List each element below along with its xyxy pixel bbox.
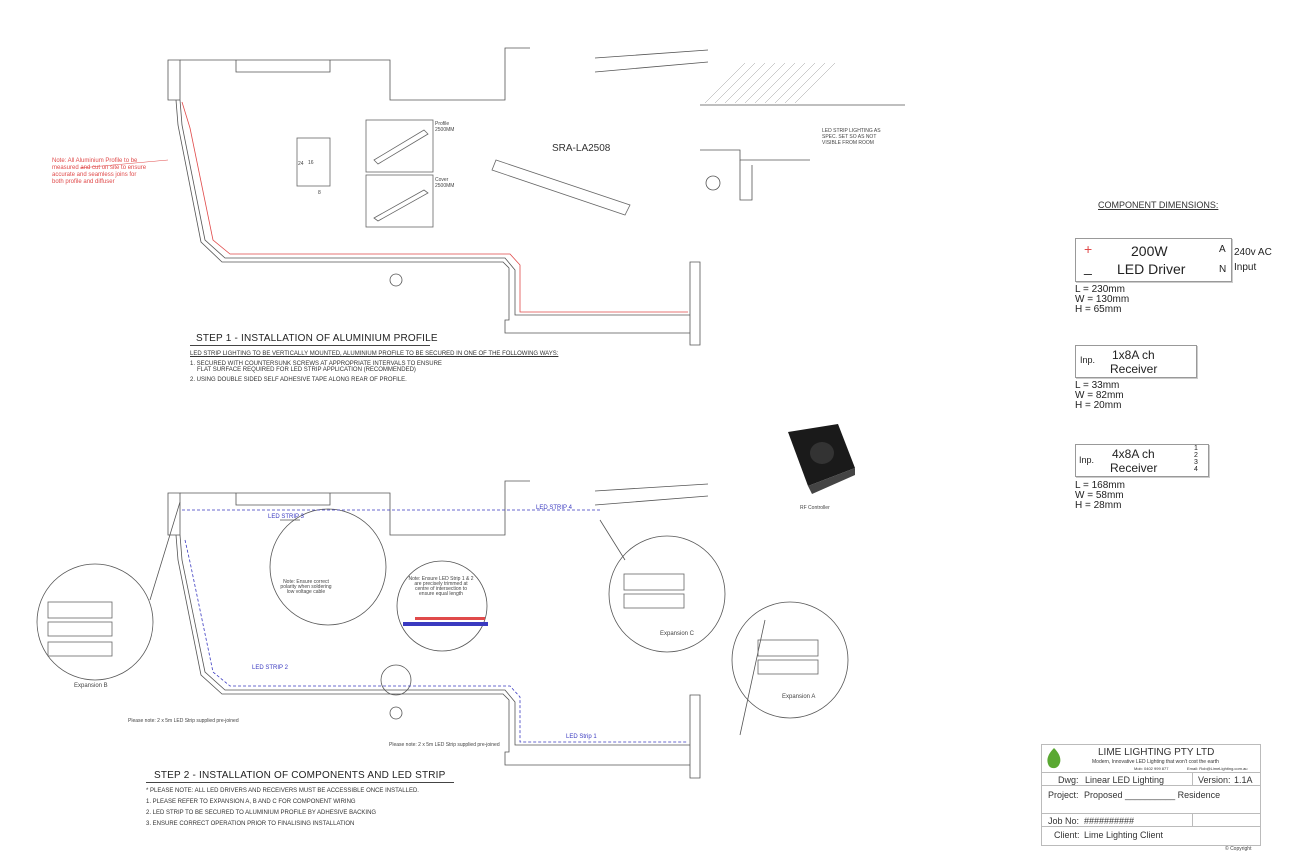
receiver-1x8-box: Inp. 1x8A ch Receiver (1075, 345, 1197, 378)
expansion-c-label: Expansion C (660, 631, 695, 637)
step2-item3: 3. ENSURE CORRECT OPERATION PRIOR TO FIN… (146, 821, 355, 827)
profile-label: Profile (435, 121, 450, 127)
rx4-channels: 1 2 3 4 (1194, 445, 1198, 473)
dwg-value: Linear LED Lighting (1085, 775, 1165, 785)
profile-length: 2500MM (435, 127, 455, 133)
expansion-b-label: Expansion B (74, 683, 108, 689)
dwg-label: Dwg: (1058, 775, 1079, 785)
led-strip-1-label: LED Strip 1 (566, 734, 597, 740)
intersection-note: Note: Ensure LED Strip 1 & 2 are precise… (408, 576, 474, 597)
rx1-inp: Inp. (1080, 355, 1096, 365)
client-value: Lime Lighting Client (1084, 830, 1164, 840)
driver-watt: 200W (1131, 243, 1168, 259)
profile-dim-b: 8 (318, 190, 321, 196)
step2-item2: 2. LED STRIP TO BE SECURED TO ALUMINIUM … (146, 810, 377, 816)
rx4-h: H = 28mm (1075, 500, 1122, 511)
receiver-4x8-box: Inp. 4x8A ch Receiver 1 2 3 4 (1075, 444, 1209, 477)
rx1-w: W = 82mm (1075, 390, 1124, 401)
step1-item1b: FLAT SURFACE REQUIRED FOR LED STRIP APPL… (197, 367, 416, 373)
rx4-line2: Receiver (1110, 461, 1158, 475)
lime-leaf-logo (1047, 748, 1061, 769)
job-label: Job No: (1048, 816, 1080, 826)
job-value: ########## (1084, 816, 1135, 826)
client-label: Client: (1054, 830, 1080, 840)
profile-code: SRA-LA2508 (552, 143, 611, 154)
rx1-line1: 1x8A ch (1112, 348, 1155, 362)
minus-terminal: _ (1084, 259, 1092, 275)
step1-item2: 2. USING DOUBLE SIDED SELF ADHESIVE TAPE… (190, 377, 407, 383)
rx4-c2: 2 (1194, 452, 1198, 459)
rx4-l: L = 168mm (1075, 480, 1125, 491)
expansion-a-label: Expansion A (782, 694, 816, 700)
rx4-c1: 1 (1194, 445, 1198, 452)
led-driver-box: + _ 200W LED Driver A N (1075, 238, 1232, 282)
email: Email: Rob@LimeLighting.com.au (1187, 766, 1248, 771)
driver-input2: Input (1234, 262, 1257, 273)
copyright: © Copyright (1225, 846, 1252, 852)
rx1-dims: L = 33mm W = 82mm H = 20mm (1075, 381, 1124, 411)
driver-w: W = 130mm (1075, 294, 1130, 305)
tb-divider-v (1192, 772, 1193, 785)
cover-length: 2500MM (435, 183, 455, 189)
tb-divider-1 (1042, 772, 1260, 773)
section-note: LED STRIP LIGHTING AS SPEC. SET SO AS NO… (822, 128, 881, 146)
version-value: 1.1A (1234, 775, 1253, 785)
tb-divider-3 (1042, 813, 1260, 814)
step1-item1a: 1. SECURED WITH COUNTERSUNK SCREWS AT AP… (190, 361, 442, 367)
rx4-dims: L = 168mm W = 58mm H = 28mm (1075, 481, 1125, 511)
rx1-l: L = 33mm (1075, 380, 1120, 391)
project-label: Project: (1048, 790, 1079, 800)
rx4-w: W = 58mm (1075, 490, 1124, 501)
project-value: Proposed __________ Residence (1084, 790, 1221, 800)
profile-dim-a: 24 (298, 161, 304, 167)
pre-joined-note-2: Please note: 2 x 5m LED Strip supplied p… (389, 742, 500, 748)
rx4-c4: 4 (1194, 466, 1198, 473)
driver-h: H = 65mm (1075, 304, 1122, 315)
rx4-inp: Inp. (1079, 455, 1095, 465)
driver-a: A (1219, 244, 1226, 255)
rx1-line2: Receiver (1110, 362, 1158, 376)
step2-title: STEP 2 - INSTALLATION OF COMPONENTS AND … (154, 770, 446, 781)
step2-title-underline (146, 782, 454, 783)
rx1-h: H = 20mm (1075, 400, 1122, 411)
step1-intro: LED STRIP LIGHTING TO BE VERTICALLY MOUN… (190, 351, 559, 357)
driver-name: LED Driver (1117, 261, 1186, 277)
pre-joined-note-1: Please note: 2 x 5m LED Strip supplied p… (128, 718, 239, 724)
step2-note: * PLEASE NOTE: ALL LED DRIVERS AND RECEI… (146, 788, 419, 794)
version-label: Version: (1198, 775, 1231, 785)
plus-terminal: + (1084, 241, 1093, 257)
driver-l: L = 230mm (1075, 284, 1125, 295)
tb-divider-2 (1042, 785, 1260, 786)
led-strip-3-label: LED STRIP 3 (268, 514, 304, 520)
step1-title: STEP 1 - INSTALLATION OF ALUMINIUM PROFI… (196, 333, 438, 344)
tb-divider-4 (1042, 826, 1260, 827)
driver-n: N (1219, 264, 1227, 275)
rx4-line1: 4x8A ch (1112, 447, 1155, 461)
mobile: Mob: 0402 999 877 (1134, 766, 1169, 771)
step1-title-underline (190, 345, 430, 346)
component-dimensions-title: COMPONENT DIMENSIONS: (1098, 200, 1219, 210)
tb-divider-v2 (1192, 813, 1193, 826)
aluminium-profile-note: Note: All Aluminium Profile to be measur… (52, 158, 147, 185)
cover-label: Cover (435, 177, 449, 183)
rf-controller-label: RF Controller (800, 505, 830, 511)
title-block: LIME LIGHTING PTY LTD Modern, Innovative… (1041, 744, 1261, 846)
led-strip-4-label: LED STRIP 4 (536, 505, 572, 511)
step2-item1: 1. PLEASE REFER TO EXPANSION A, B AND C … (146, 799, 356, 805)
profile-dim-c: 16 (308, 160, 314, 166)
driver-input1: 240v AC (1234, 247, 1272, 258)
rx4-c3: 3 (1194, 459, 1198, 466)
led-strip-2-label: LED STRIP 2 (252, 665, 288, 671)
polarity-note: Note: Ensure correct polarity when solde… (280, 579, 332, 595)
driver-dims: L = 230mm W = 130mm H = 65mm (1075, 285, 1129, 315)
company-name: LIME LIGHTING PTY LTD (1098, 747, 1215, 758)
company-tagline: Modern, Innovative LED Lighting that won… (1092, 759, 1219, 765)
